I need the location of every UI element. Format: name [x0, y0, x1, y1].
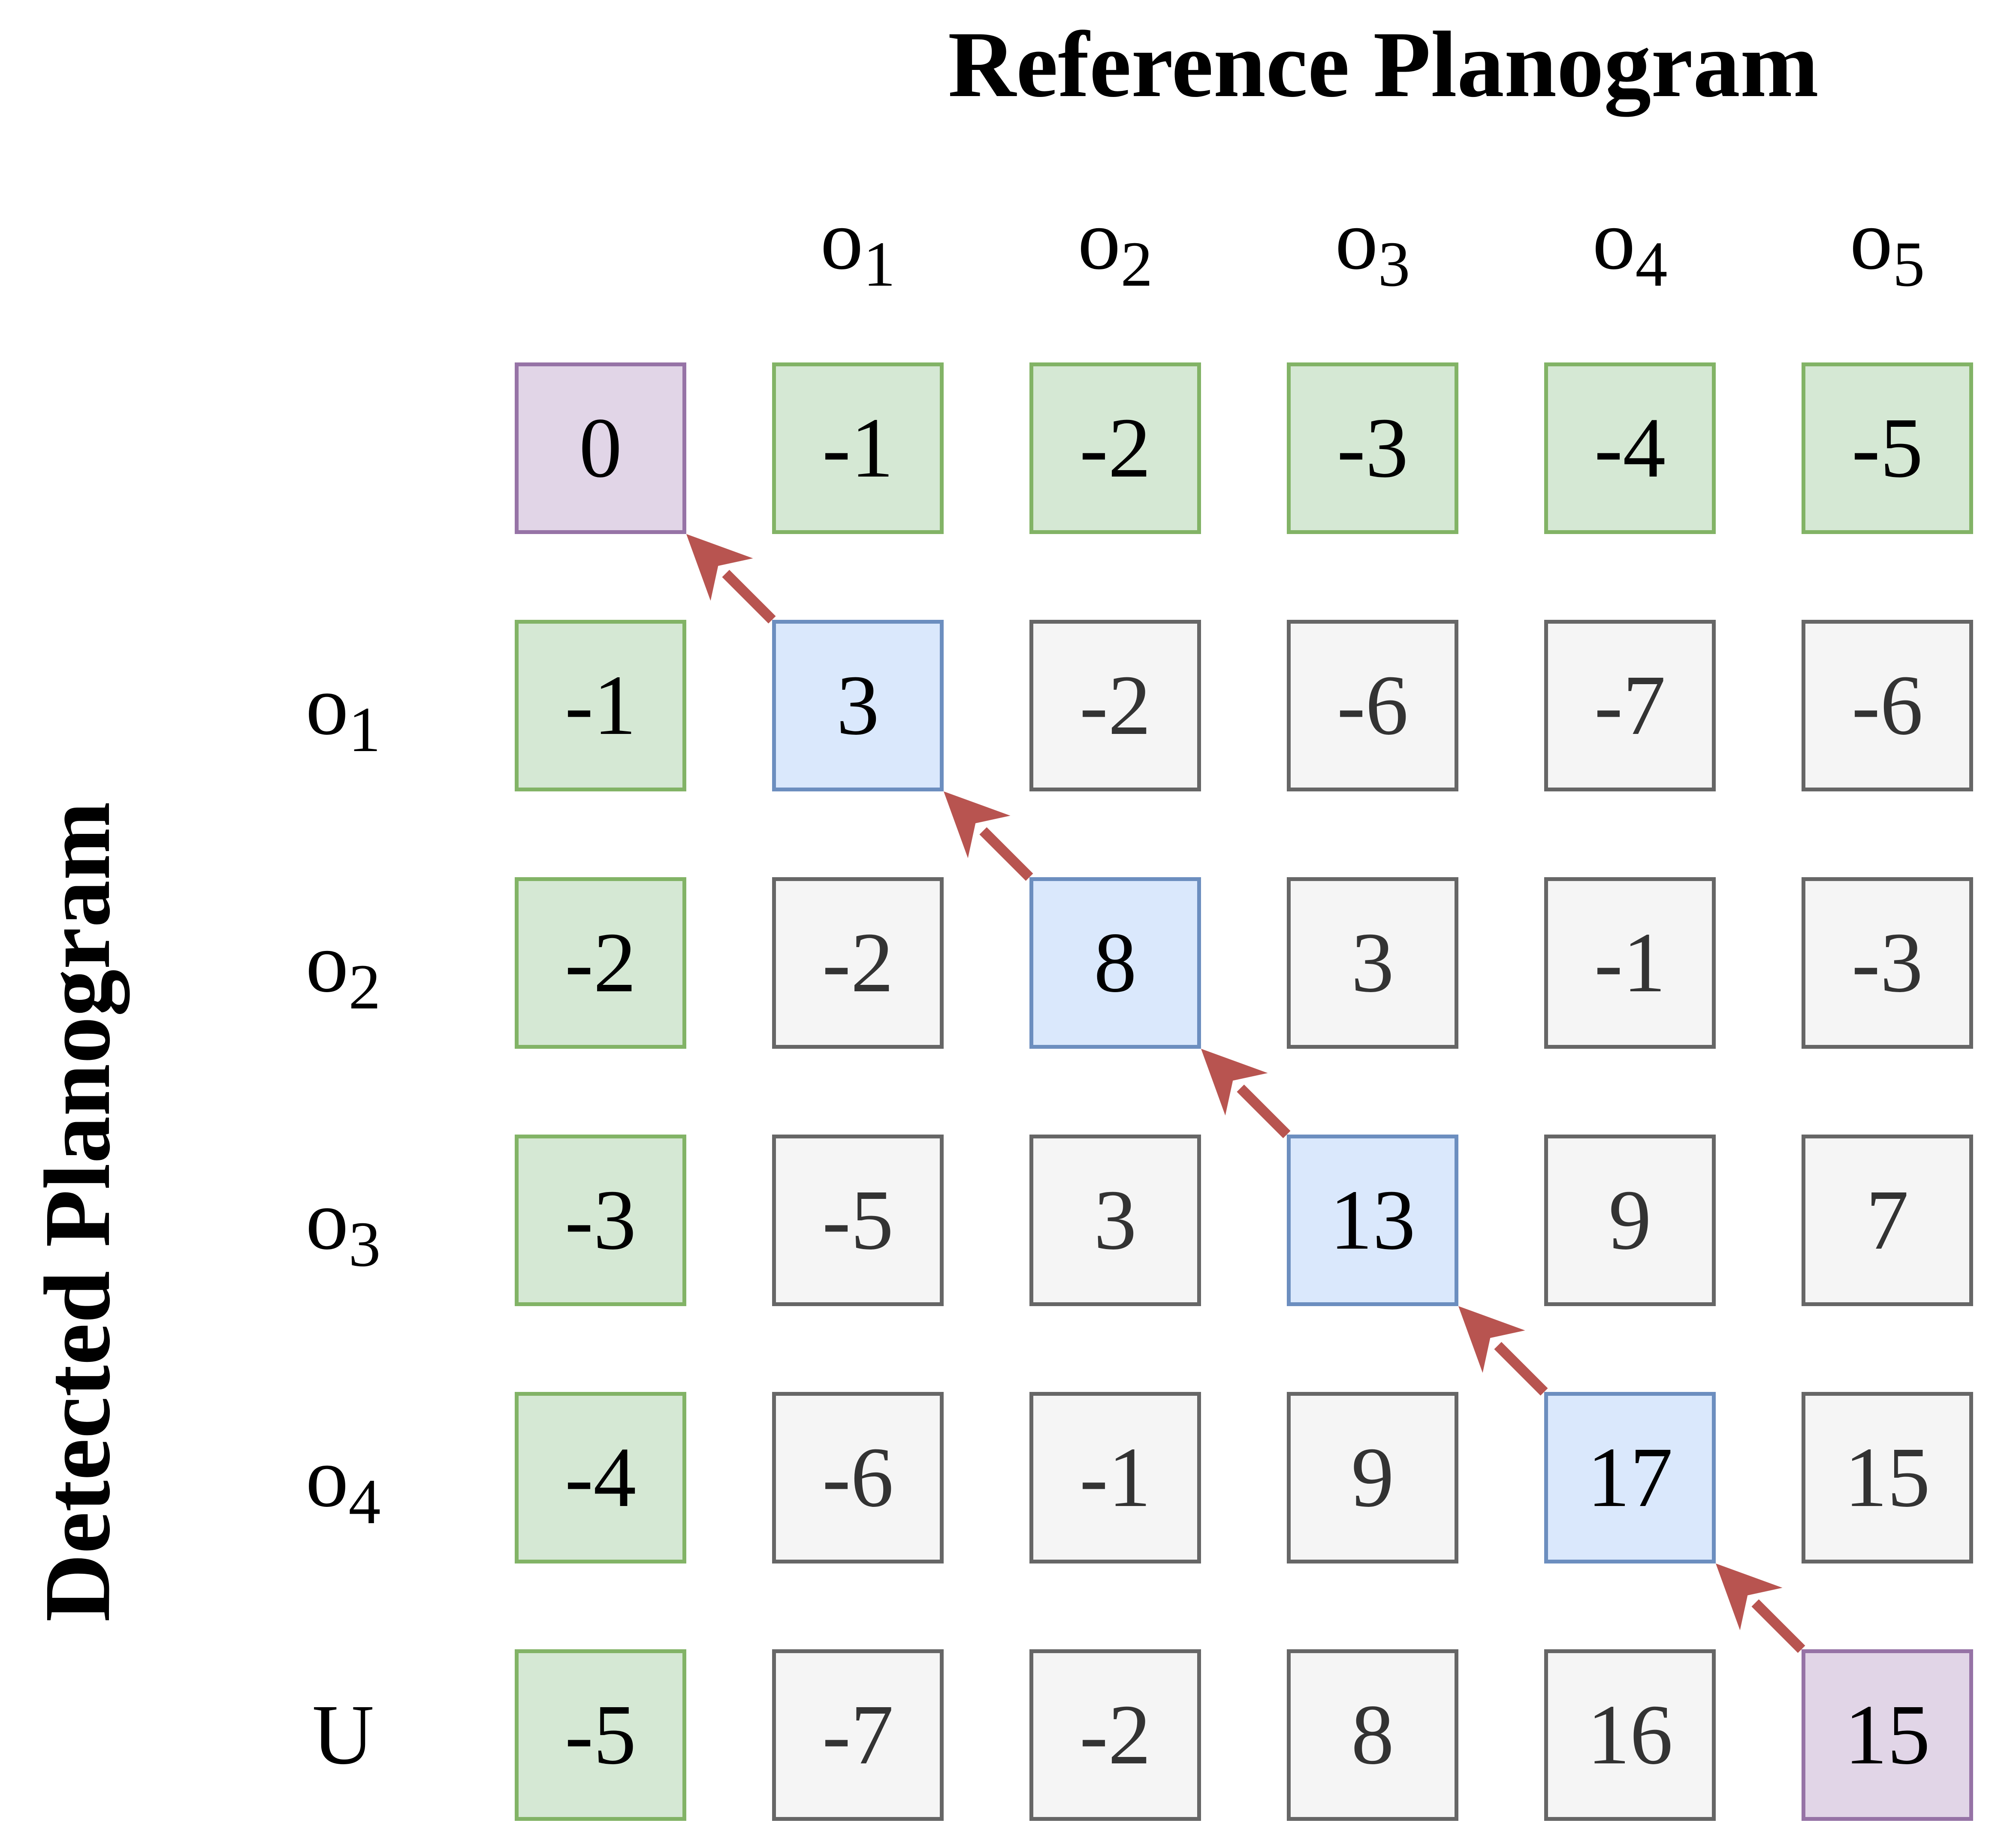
- traceback-arrow-shaft: [1494, 1342, 1548, 1396]
- matrix-cell-r3-c0: -3: [515, 1135, 686, 1306]
- matrix-cell-r5-c1: -7: [772, 1649, 944, 1821]
- matrix-cell-r0-c5: -5: [1802, 362, 1973, 534]
- matrix-cell-r3-c4: 9: [1544, 1135, 1716, 1306]
- traceback-arrow-1: [1716, 1563, 1805, 1653]
- traceback-arrow-head: [1716, 1563, 1783, 1630]
- matrix-cell-r5-c5: 15: [1802, 1649, 1973, 1821]
- matrix-cell-r4-c2: -1: [1029, 1392, 1201, 1563]
- row-label-5: U: [312, 1687, 374, 1782]
- matrix-cell-r2-c3: 3: [1287, 877, 1458, 1049]
- matrix-cell-r0-c3: -3: [1287, 362, 1458, 534]
- traceback-arrow-shaft: [1751, 1599, 1805, 1653]
- detected-planogram-title: Detected Planogram: [25, 801, 130, 1622]
- traceback-arrow-3: [1201, 1049, 1291, 1138]
- matrix-cell-r3-c3: 13: [1287, 1135, 1458, 1306]
- traceback-arrow-shaft: [1237, 1084, 1291, 1138]
- matrix-cell-r5-c4: 16: [1544, 1649, 1716, 1821]
- column-label-1: o1: [820, 193, 896, 300]
- matrix-cell-r4-c3: 9: [1287, 1392, 1458, 1563]
- matrix-cell-r1-c0: -1: [515, 620, 686, 791]
- matrix-cell-r4-c4: 17: [1544, 1392, 1716, 1563]
- matrix-cell-r5-c3: 8: [1287, 1649, 1458, 1821]
- row-label-3: o3: [305, 1173, 381, 1280]
- column-label-2: o2: [1077, 193, 1153, 300]
- traceback-arrow-4: [944, 791, 1033, 881]
- matrix-cell-r1-c5: -6: [1802, 620, 1973, 791]
- matrix-cell-r2-c5: -3: [1802, 877, 1973, 1049]
- matrix-cell-r2-c1: -2: [772, 877, 944, 1049]
- traceback-arrow-head: [944, 791, 1011, 858]
- column-label-4: o4: [1592, 193, 1668, 300]
- reference-planogram-title: Reference Planogram: [948, 12, 1819, 117]
- matrix-cell-r5-c2: -2: [1029, 1649, 1201, 1821]
- matrix-cell-r2-c0: -2: [515, 877, 686, 1049]
- matrix-cell-r1-c2: -2: [1029, 620, 1201, 791]
- matrix-cell-r1-c4: -7: [1544, 620, 1716, 791]
- matrix-cell-r4-c1: -6: [772, 1392, 944, 1563]
- row-label-1: o1: [305, 658, 381, 765]
- row-label-4: o4: [305, 1430, 381, 1537]
- traceback-arrow-head: [1458, 1306, 1525, 1373]
- column-label-3: o3: [1335, 193, 1410, 300]
- matrix-cell-r3-c2: 3: [1029, 1135, 1201, 1306]
- matrix-cell-r0-c1: -1: [772, 362, 944, 534]
- matrix-cell-r2-c4: -1: [1544, 877, 1716, 1049]
- matrix-cell-r3-c5: 7: [1802, 1135, 1973, 1306]
- matrix-cell-r0-c0: 0: [515, 362, 686, 534]
- traceback-arrow-shaft: [722, 570, 776, 624]
- matrix-cell-r1-c1: 3: [772, 620, 944, 791]
- matrix-cell-r3-c1: -5: [772, 1135, 944, 1306]
- traceback-arrow-2: [1458, 1306, 1548, 1396]
- row-label-2: o2: [305, 915, 381, 1023]
- matrix-cell-r0-c2: -2: [1029, 362, 1201, 534]
- matrix-cell-r0-c4: -4: [1544, 362, 1716, 534]
- matrix-cell-r1-c3: -6: [1287, 620, 1458, 791]
- matrix-cell-r4-c0: -4: [515, 1392, 686, 1563]
- column-label-5: o5: [1850, 193, 1925, 300]
- matrix-cell-r4-c5: 15: [1802, 1392, 1973, 1563]
- traceback-arrow-5: [686, 534, 776, 624]
- traceback-arrow-shaft: [979, 827, 1033, 881]
- matrix-cell-r2-c2: 8: [1029, 877, 1201, 1049]
- traceback-arrow-head: [1201, 1049, 1268, 1116]
- matrix-cell-r5-c0: -5: [515, 1649, 686, 1821]
- traceback-arrow-head: [686, 534, 753, 601]
